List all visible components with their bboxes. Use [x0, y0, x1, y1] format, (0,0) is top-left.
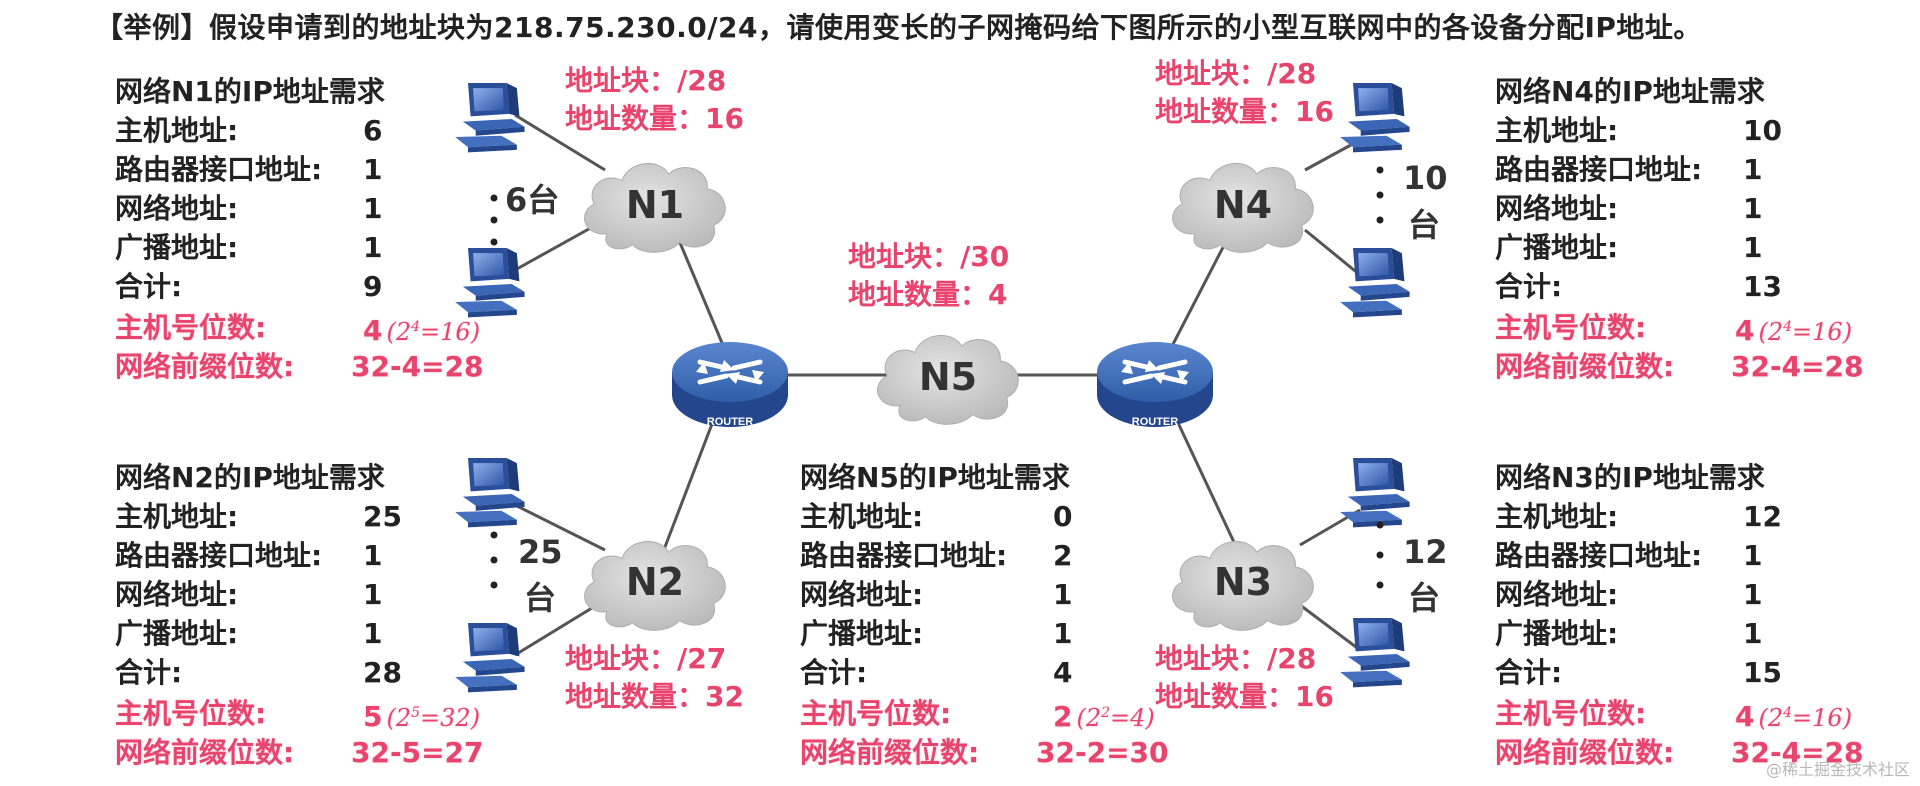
panel-n1: 网络N1的IP地址需求 主机地址:6 路由器接口地址:1 网络地址:1 广播地址…	[115, 72, 484, 386]
pc-icon	[1340, 618, 1410, 688]
host-count-n4-number: 10	[1403, 159, 1448, 197]
row-broadcast: 广播地址:1	[115, 231, 383, 264]
host-count-n1: 6台	[505, 181, 560, 219]
row-prefix-bits: 网络前缀位数:32-5=27	[115, 736, 484, 769]
router-right-icon: ROUTER	[1097, 342, 1213, 428]
panel-title: 网络N5的IP地址需求	[800, 461, 1070, 494]
pc-icon	[455, 248, 525, 318]
host-count-n2-number: 25	[518, 533, 563, 571]
row-host-bits: 主机号位数:4(24=16)	[1495, 697, 1853, 733]
pc-icon	[1340, 458, 1410, 528]
row-network: 网络地址:1	[115, 578, 383, 611]
panel-title: 网络N2的IP地址需求	[115, 461, 385, 494]
dots	[490, 166, 1384, 589]
row-router: 路由器接口地址:2	[800, 539, 1073, 572]
row-prefix-bits: 网络前缀位数:32-4=28	[1495, 736, 1864, 769]
panel-n3: 网络N3的IP地址需求 主机地址:12 路由器接口地址:1 网络地址:1 广播地…	[1495, 458, 1864, 772]
links	[514, 113, 1361, 657]
row-prefix-bits: 网络前缀位数:32-4=28	[115, 350, 484, 383]
row-total: 合计:13	[1495, 270, 1782, 303]
row-network: 网络地址:1	[1495, 578, 1763, 611]
network-label-n1: N1	[626, 183, 684, 227]
row-host-bits: 主机号位数:4(24=16)	[1495, 311, 1853, 347]
row-network: 网络地址:1	[800, 578, 1073, 611]
host-count-n4-unit: 台	[1408, 206, 1441, 244]
host-count-n2-unit: 台	[524, 579, 557, 617]
pc-icon	[1340, 248, 1410, 318]
row-router: 路由器接口地址:1	[1495, 539, 1763, 572]
network-label-n2: N2	[626, 560, 684, 604]
pc-icon	[455, 623, 525, 693]
row-host: 主机地址:10	[1495, 114, 1782, 147]
network-label-n5: N5	[919, 355, 977, 399]
panel-title: 网络N3的IP地址需求	[1495, 461, 1765, 494]
row-network: 网络地址:1	[1495, 192, 1763, 225]
row-host-bits: 主机号位数:2(22=4)	[800, 697, 1155, 733]
page-title: 【举例】假设申请到的地址块为218.75.230.0/24，请使用变长的子网掩码…	[95, 11, 1702, 44]
panel-n4: 网络N4的IP地址需求 主机地址:10 路由器接口地址:1 网络地址:1 广播地…	[1495, 72, 1864, 386]
row-broadcast: 广播地址:1	[1495, 617, 1763, 650]
row-broadcast: 广播地址:1	[115, 617, 383, 650]
host-count-n3-number: 12	[1403, 533, 1448, 571]
row-host: 主机地址:6	[115, 114, 383, 147]
row-total: 合计:15	[1495, 656, 1782, 689]
row-host: 主机地址:0	[800, 500, 1073, 533]
panel-n2: 网络N2的IP地址需求 主机地址:25 路由器接口地址:1 网络地址:1 广播地…	[115, 458, 484, 772]
row-router: 路由器接口地址:1	[115, 539, 383, 572]
row-prefix-bits: 网络前缀位数:32-4=28	[1495, 350, 1864, 383]
panel-title: 网络N4的IP地址需求	[1495, 75, 1765, 108]
pc-icon	[1340, 83, 1410, 153]
pc-icon	[455, 458, 525, 528]
row-prefix-bits: 网络前缀位数:32-2=30	[800, 736, 1169, 769]
row-broadcast: 广播地址:1	[1495, 231, 1763, 264]
row-host-bits: 主机号位数:5(25=32)	[115, 697, 481, 733]
row-host-bits: 主机号位数:4(24=16)	[115, 311, 481, 347]
row-total: 合计:4	[800, 656, 1073, 689]
row-router: 路由器接口地址:1	[1495, 153, 1763, 186]
row-host: 主机地址:12	[1495, 500, 1782, 533]
watermark: @稀土掘金技术社区	[1765, 760, 1910, 779]
router-label: ROUTER	[707, 416, 754, 428]
row-host: 主机地址:25	[115, 500, 402, 533]
router-label: ROUTER	[1132, 416, 1179, 428]
host-count-n3-unit: 台	[1408, 579, 1441, 617]
panel-title: 网络N1的IP地址需求	[115, 75, 385, 108]
panel-n5: 网络N5的IP地址需求 主机地址:0 路由器接口地址:2 网络地址:1 广播地址…	[800, 458, 1169, 772]
router-left-icon: ROUTER	[672, 342, 788, 428]
network-label-n3: N3	[1214, 560, 1272, 604]
row-broadcast: 广播地址:1	[800, 617, 1073, 650]
row-total: 合计:9	[115, 270, 383, 303]
pc-icon	[455, 83, 525, 153]
network-label-n4: N4	[1214, 183, 1272, 227]
row-router: 路由器接口地址:1	[115, 153, 383, 186]
row-network: 网络地址:1	[115, 192, 383, 225]
row-total: 合计:28	[115, 656, 402, 689]
